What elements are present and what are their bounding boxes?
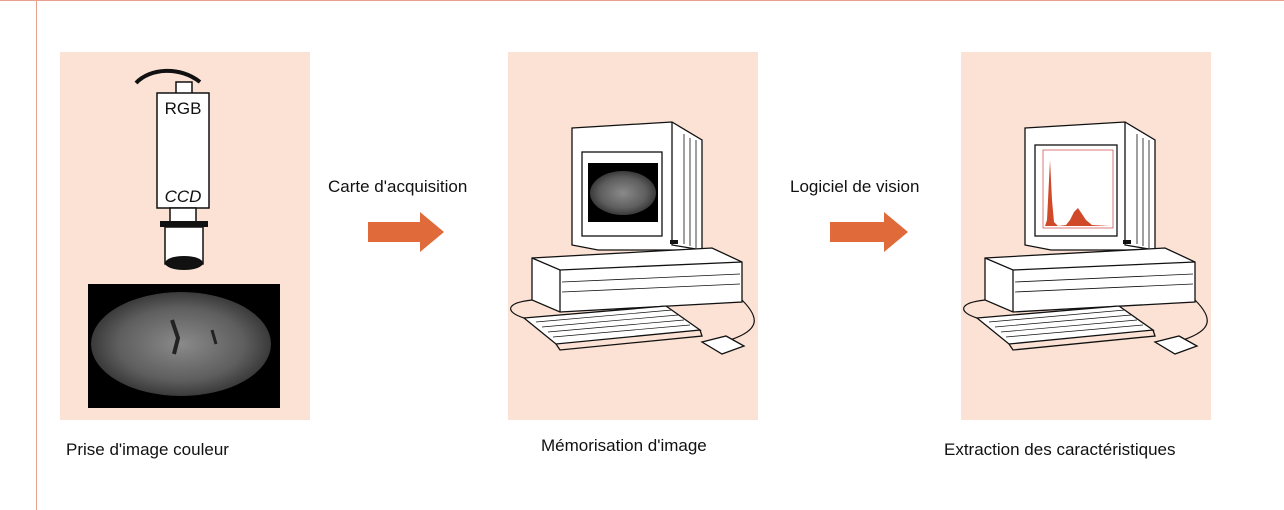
camera-rgb-label: RGB [165,99,202,118]
left-border [36,0,37,510]
caption-acquisition: Prise d'image couleur [66,440,229,459]
computer-extraction-icon [963,121,1208,355]
arrow-acquisition [368,212,444,252]
arrow-label-acquisition: Carte d'acquisition [328,177,468,196]
arrow-vision [830,212,908,252]
camera-ccd-label: CCD [165,187,202,206]
top-border [0,0,1284,1]
computer-memorisation-icon [510,121,755,355]
caption-memorisation: Mémorisation d'image [541,436,707,455]
caption-extraction: Extraction des caractéristiques [944,440,1176,459]
camera-icon [134,68,210,270]
arrow-label-vision: Logiciel de vision [790,177,920,196]
histogram-graphic [1042,149,1114,229]
grain-image [88,284,280,408]
